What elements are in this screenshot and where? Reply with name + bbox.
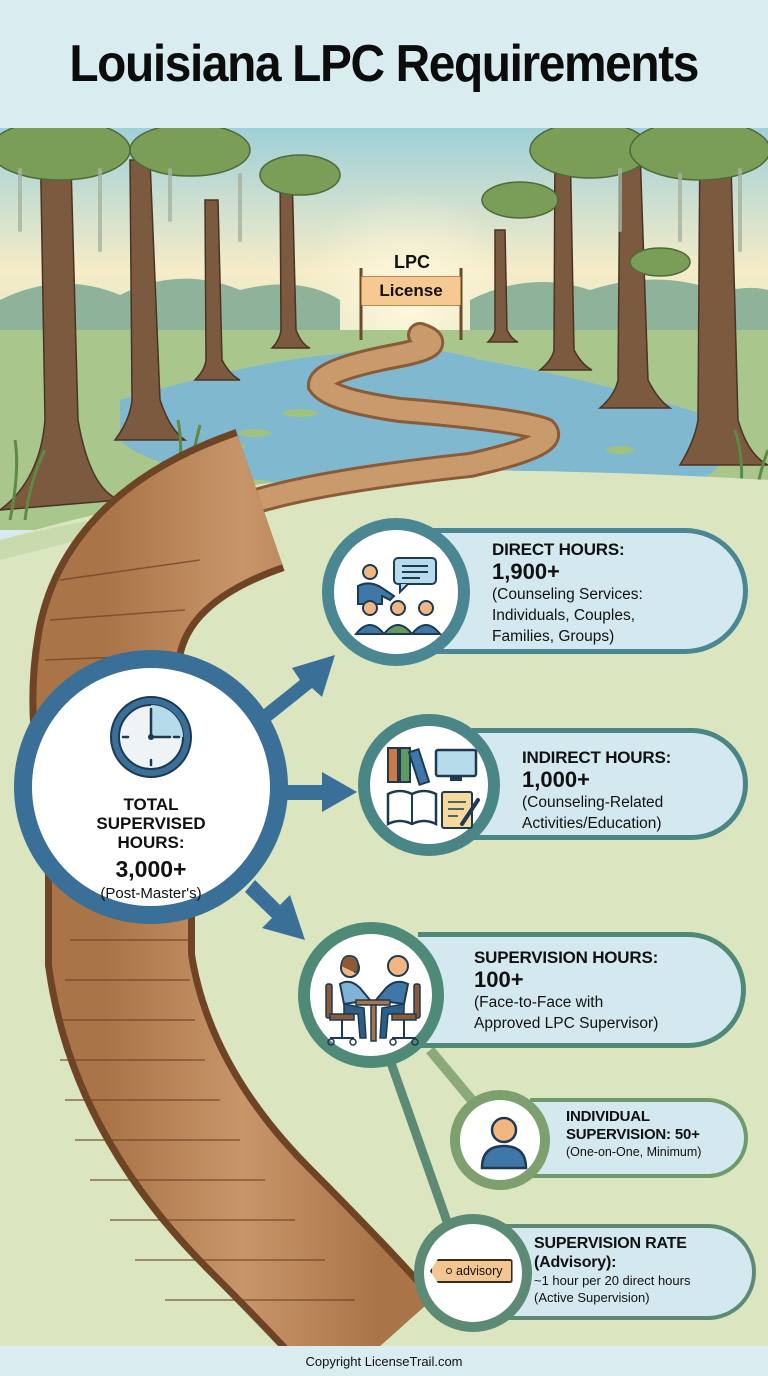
total-value: 3,000+ (115, 856, 187, 882)
indirect-hours-text: INDIRECT HOURS: 1,000+ (Counseling-Relat… (522, 748, 672, 832)
direct-hours-value: 1,900+ (492, 559, 560, 584)
indirect-hours-card: INDIRECT HOURS: 1,000+ (Counseling-Relat… (358, 714, 752, 858)
indirect-hours-pill (472, 728, 748, 840)
header: Louisiana LPC Requirements (0, 0, 768, 128)
clock-icon (108, 694, 194, 785)
supervision-hours-card: SUPERVISION HOURS: 100+ (Face-to-Face wi… (298, 922, 752, 1072)
supervision-hours-title: SUPERVISION HOURS: (474, 948, 659, 967)
indirect-hours-value: 1,000+ (522, 767, 590, 792)
direct-hours-text: DIRECT HOURS: 1,900+ (Counseling Service… (492, 540, 643, 645)
footer: Copyright LicenseTrail.com (0, 1346, 768, 1376)
sign-label-license: License (379, 281, 443, 300)
indirect-hours-icon-ring (358, 714, 500, 856)
lpc-license-sign: License (361, 276, 461, 306)
supervision-hours-pill (418, 932, 746, 1048)
supervision-rate-pill (506, 1224, 756, 1320)
supervision-hours-value: 100+ (474, 967, 524, 992)
supervision-rate-card: advisory SUPERVISION RATE (Advisory): ~1… (414, 1214, 756, 1334)
sign-label-lpc: LPC (394, 252, 430, 272)
supervision-hours-icon-ring (298, 922, 444, 1068)
supervision-rate-icon-ring: advisory (414, 1214, 532, 1332)
direct-hours-card: DIRECT HOURS: 1,900+ (Counseling Service… (322, 518, 752, 668)
copyright-text: Copyright LicenseTrail.com (305, 1353, 463, 1369)
total-note: (Post-Master's) (100, 885, 202, 902)
individual-supervision-pill (530, 1098, 748, 1178)
supervision-rate-text: SUPERVISION RATE (Advisory): ~1 hour per… (534, 1235, 691, 1305)
tag-hole (446, 1268, 452, 1274)
presenter-group-icon (353, 552, 443, 641)
total-hours-circle: TOTAL SUPERVISED HOURS: 3,000+ (Post-Mas… (14, 650, 288, 924)
direct-hours-icon-ring (322, 518, 470, 666)
books-computer-notepad-icon (386, 744, 482, 839)
individual-supervision-card: INDIVIDUAL SUPERVISION: 50+ (One-on-One,… (450, 1090, 750, 1190)
indirect-hours-title: INDIRECT HOURS: (522, 748, 672, 767)
supervision-hours-text: SUPERVISION HOURS: 100+ (Face-to-Face wi… (474, 948, 659, 1032)
individual-supervision-text: INDIVIDUAL SUPERVISION: 50+ (One-on-One,… (566, 1108, 702, 1159)
direct-hours-title: DIRECT HOURS: (492, 540, 625, 559)
advisory-tag-label: advisory (456, 1264, 503, 1278)
individual-supervision-icon-ring (450, 1090, 550, 1190)
meeting-table-icon (320, 952, 426, 1053)
total-label: TOTAL SUPERVISED HOURS: (96, 795, 206, 852)
advisory-tag-icon: advisory (430, 1259, 513, 1283)
page-title: Louisiana LPC Requirements (69, 35, 700, 93)
direct-hours-pill (432, 528, 748, 654)
person-icon (476, 1114, 532, 1175)
